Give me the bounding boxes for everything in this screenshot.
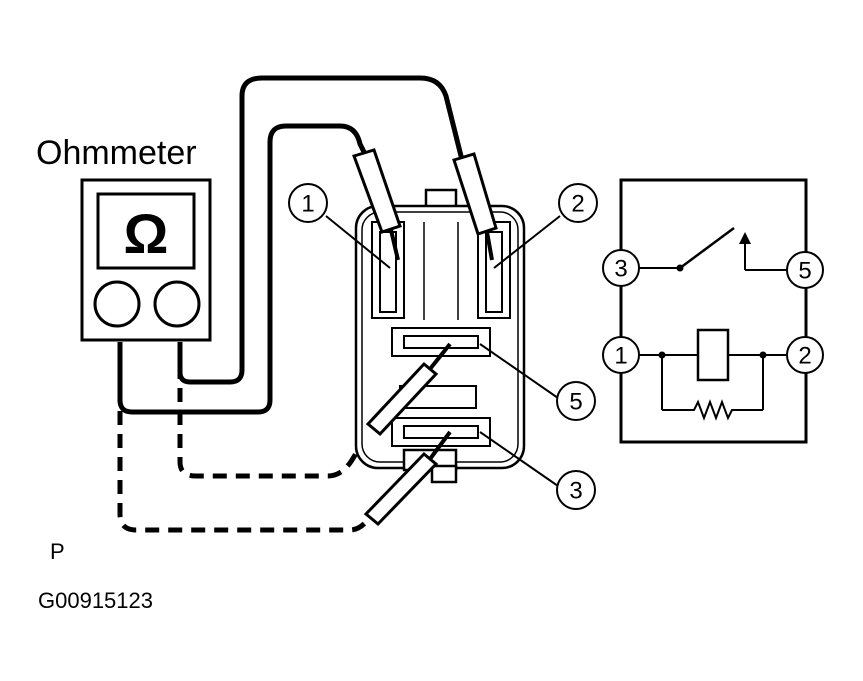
resistor-icon [662, 399, 763, 421]
callout-2: 2 [558, 183, 598, 223]
solid-test-leads [117, 75, 465, 415]
meter-jack-left [93, 280, 141, 328]
schematic-terminal-1: 1 [602, 336, 640, 374]
svg-text:2: 2 [571, 191, 584, 218]
ohmmeter-label: Ohmmeter [36, 134, 197, 172]
svg-text:3: 3 [569, 478, 582, 505]
svg-text:1: 1 [301, 191, 314, 218]
probe-upper-right [452, 152, 498, 261]
ohmmeter: Ω [80, 178, 212, 342]
relay-schematic [619, 178, 808, 444]
callout-leaders [325, 215, 561, 487]
probe-lower-5 [365, 342, 452, 437]
figure-code: G00915123 [38, 588, 153, 613]
relay-body [354, 188, 526, 484]
ohm-symbol-icon: Ω [124, 202, 169, 265]
callout-1: 1 [288, 183, 328, 223]
footer-letter: P [50, 539, 65, 564]
probe-lower-3 [363, 430, 452, 527]
svg-text:5: 5 [798, 258, 811, 285]
schematic-terminal-5: 5 [786, 251, 824, 289]
callout-5: 5 [556, 381, 596, 421]
probe-upper-left [352, 148, 402, 261]
schematic-terminal-3: 3 [602, 249, 640, 287]
svg-text:2: 2 [798, 343, 811, 370]
callout-3: 3 [556, 470, 596, 510]
coil-icon [696, 328, 730, 382]
schematic-terminal-2: 2 [786, 336, 824, 374]
dashed-test-leads [117, 342, 377, 533]
svg-text:1: 1 [614, 343, 627, 370]
svg-text:5: 5 [569, 389, 582, 416]
meter-jack-right [153, 280, 201, 328]
svg-text:3: 3 [614, 256, 627, 283]
